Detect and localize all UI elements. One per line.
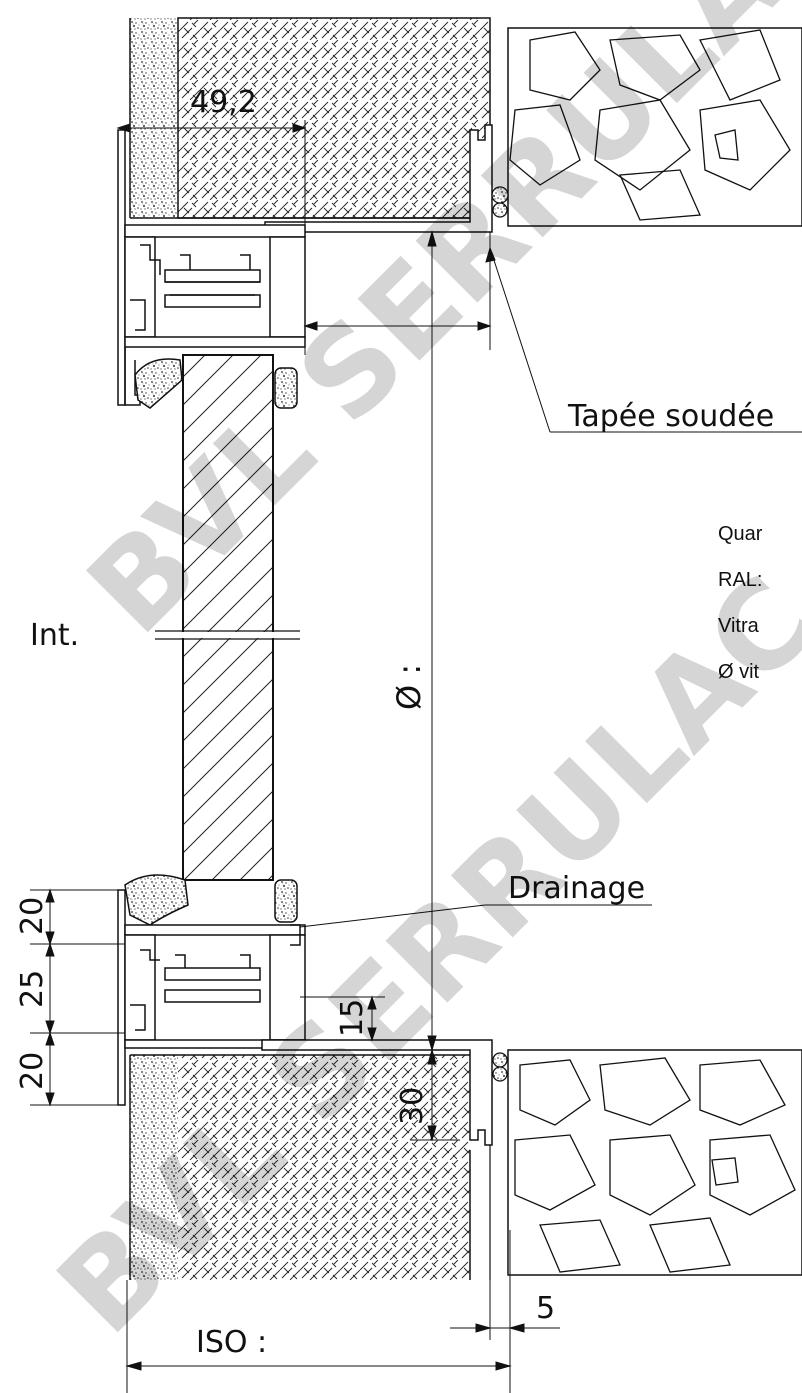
top-insulation-strip — [130, 18, 178, 218]
dimension-lines — [30, 120, 802, 1393]
dim-diameter: Ø : — [390, 664, 428, 710]
upper-frame-profile — [117, 129, 306, 406]
top-stone-wall — [507, 27, 802, 227]
dim-drain-height: 15 — [335, 999, 370, 1037]
spec-line-4: Ø vit — [718, 661, 760, 683]
lower-gasket-interior — [124, 874, 189, 926]
top-masonry — [177, 17, 491, 219]
bottom-masonry — [178, 1055, 470, 1280]
lower-frame-profile — [117, 889, 306, 1106]
top-tapee-profile — [264, 124, 493, 233]
bottom-tapee-profile — [261, 1039, 493, 1146]
glass-break-lines — [155, 630, 300, 640]
spec-line-2: RAL: — [718, 569, 762, 591]
spec-line-3: Vitra — [718, 615, 760, 637]
bottom-joint-seal — [492, 1052, 508, 1082]
top-wall — [129, 17, 491, 219]
glazing-panel — [182, 354, 274, 881]
top-joint-seal — [491, 186, 509, 218]
label-tapee-soudee: Tapée soudée — [567, 399, 774, 434]
dim-top-rail: 20 — [15, 897, 50, 935]
bottom-stone-wall — [507, 1049, 802, 1276]
dim-iso: ISO : — [196, 1325, 267, 1360]
spec-line-1: Quar — [718, 523, 763, 545]
lower-gasket-exterior — [274, 879, 298, 923]
dim-mid-rail: 25 — [15, 970, 50, 1008]
dim-glass-offset: 49,2 — [190, 85, 257, 120]
dim-bottom-rail: 20 — [15, 1052, 50, 1090]
dim-sill-depth: 30 — [395, 1087, 430, 1125]
bottom-insulation-strip — [130, 1055, 178, 1280]
label-interior: Int. — [30, 618, 79, 653]
upper-gasket-interior — [134, 358, 183, 409]
dim-gap: 5 — [536, 1291, 555, 1326]
bottom-wall — [129, 1054, 491, 1280]
label-drainage: Drainage — [508, 871, 645, 906]
upper-gasket-exterior — [274, 367, 298, 409]
